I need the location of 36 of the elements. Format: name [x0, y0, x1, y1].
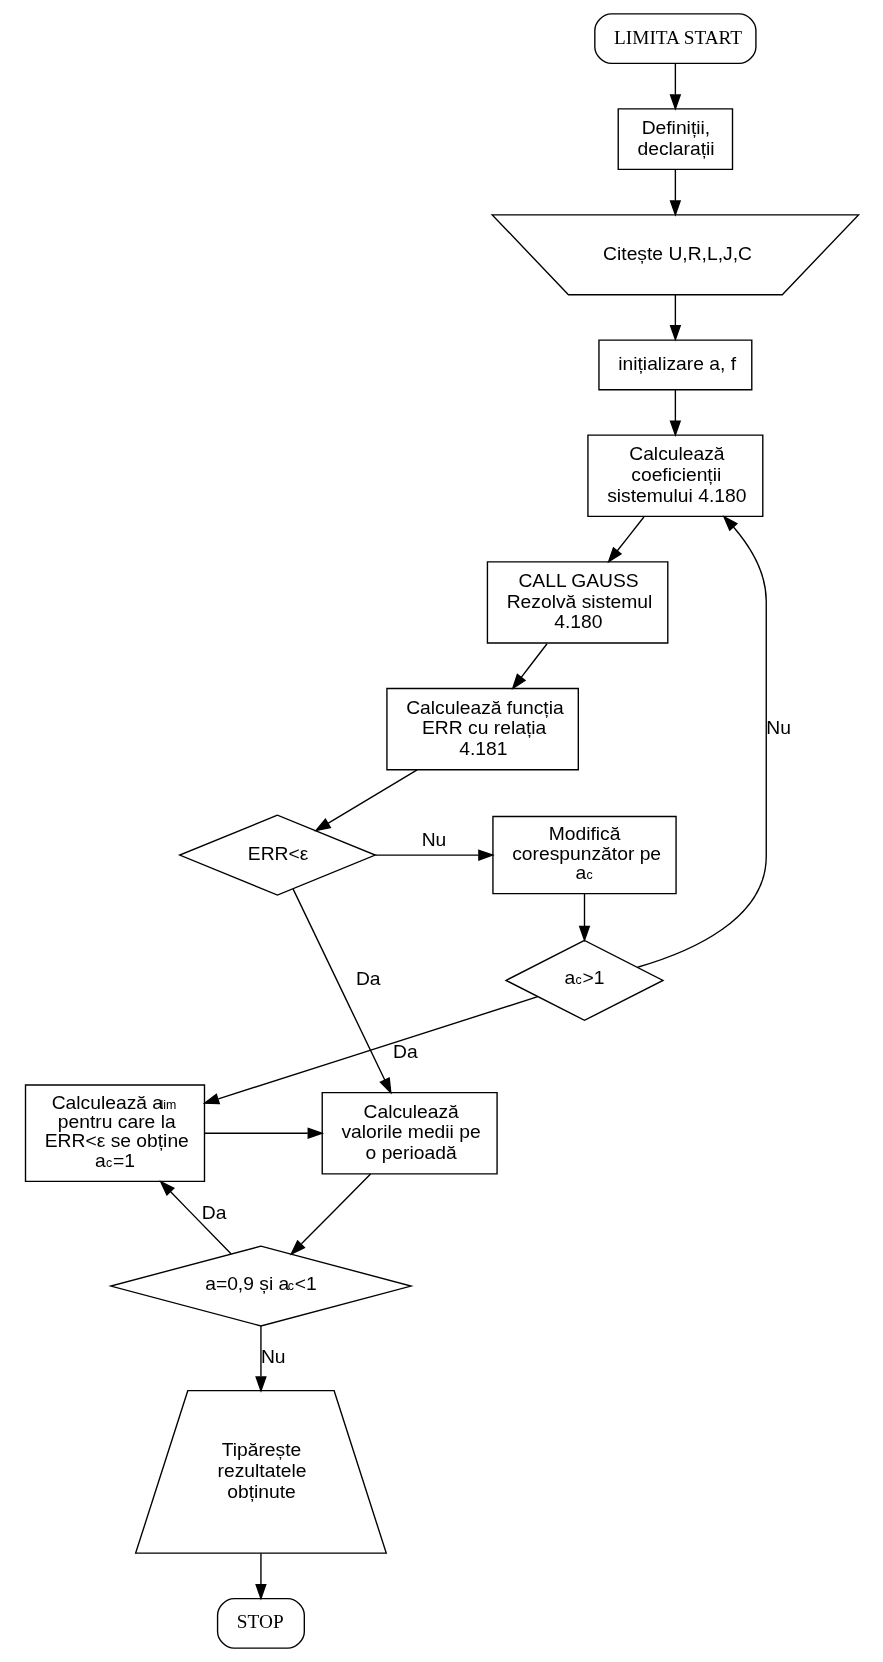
- arrow: [291, 888, 392, 1095]
- arrow: [374, 849, 495, 861]
- node-box: Modifică corespunzător pe ac: [491, 815, 677, 895]
- edge-label: Da: [392, 1040, 418, 1062]
- arrow: [669, 389, 681, 437]
- arrow: [578, 893, 590, 943]
- edge-label: Nu: [260, 1346, 286, 1368]
- edge-label: Nu: [421, 828, 446, 850]
- node-box: STOP: [216, 1597, 305, 1649]
- arrow: [606, 516, 645, 564]
- node-box: Calculează alim pentru care la ERR<ε se obține ac=1: [24, 1084, 205, 1183]
- arrow: [202, 996, 538, 1105]
- arrow: [289, 1173, 371, 1256]
- arrow: [636, 515, 767, 968]
- node-diamond: ERR<ε: [177, 814, 377, 896]
- arrow: [254, 1552, 267, 1601]
- node-diamond: a=0,9 și ac<1: [107, 1245, 414, 1327]
- arrow: [313, 769, 418, 832]
- edge-label: Da: [201, 1201, 226, 1223]
- edge-label: Da: [355, 968, 381, 990]
- node-box: inițializare a, f: [597, 339, 752, 391]
- edge-label: Nu: [765, 717, 791, 739]
- node-box: Definiții, declarații: [617, 108, 733, 171]
- arrow: [669, 168, 681, 217]
- node-box: Calculează funcția ERR cu relația 4.181: [385, 687, 579, 771]
- arrow: [669, 294, 681, 342]
- node-box: CALL GAUSS Rezolvă sistemul 4.180: [486, 561, 668, 644]
- node-box: LIMITA START: [593, 13, 757, 65]
- node-diamond: ac>1: [504, 939, 664, 1022]
- arrow: [669, 63, 681, 111]
- arrow: [158, 1180, 232, 1255]
- arrow: [254, 1325, 267, 1393]
- arrow: [511, 643, 548, 690]
- node-box: Calculează valorile medii pe o perioadă: [321, 1091, 498, 1175]
- arrow: [203, 1127, 324, 1139]
- node-box: Calculează coeficienții sistemului 4.180: [586, 434, 763, 518]
